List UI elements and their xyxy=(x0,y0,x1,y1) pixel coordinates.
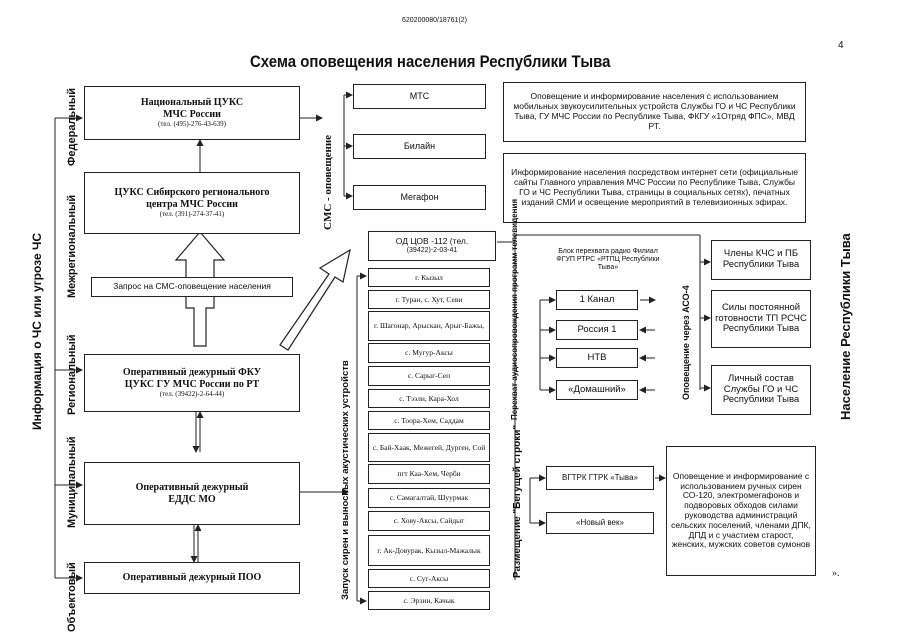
level-municipal: Муниципальный xyxy=(66,436,78,528)
cov-phone: (39422)-2-03-41 xyxy=(406,246,458,254)
locality-item: с. Суг-Аксы xyxy=(368,569,490,588)
siberian-center-box: ЦУКС Сибирского регионального центра МЧС… xyxy=(84,172,300,234)
locality-item: с. Хову-Аксы, Сайдыг xyxy=(368,511,490,531)
channel-domashniy: «Домашний» xyxy=(556,380,638,400)
locality-item: г. Кызыл xyxy=(368,268,490,287)
siberian-title-1: ЦУКС Сибирского регионального xyxy=(114,187,270,199)
object-duty-box: Оперативный дежурный ПОО xyxy=(84,562,300,594)
locality-item: г. Туран, с. Хут, Севи xyxy=(368,290,490,309)
page-title: Схема оповещения населения Республики Ты… xyxy=(250,52,611,71)
regional-title-1: Оперативный дежурный ФКУ xyxy=(122,367,262,379)
info-label: Информация о ЧС или угрозе ЧС xyxy=(30,232,44,430)
regional-phone: (тел. (39422)-2-64-44) xyxy=(159,390,225,399)
locality-item: с. Тээли, Кара-Хол xyxy=(368,389,490,408)
level-object: Объектовый xyxy=(66,562,78,632)
channel-rossiya1: Россия 1 xyxy=(556,320,638,340)
operator-mts: МТС xyxy=(353,84,486,109)
operator-beeline: Билайн xyxy=(353,134,486,159)
tv-interception-label: Перехват аудиосопровождения программ тел… xyxy=(510,198,519,420)
cov-title: ОД ЦОВ -112 (тел. xyxy=(395,236,469,247)
national-center-box: Национальный ЦУКС МЧС России (тел. (495)… xyxy=(84,86,300,140)
sms-label: СМС - оповещение xyxy=(322,134,334,230)
locality-item: с. Самагалтай, Шуурмак xyxy=(368,488,490,508)
locality-item: с. Мугур-Аксы xyxy=(368,343,490,363)
channel-ntv: НТВ xyxy=(556,348,638,368)
regional-title-2: ЦУКС ГУ МЧС России по РТ xyxy=(124,378,260,390)
document-number: 620200080/18761(2) xyxy=(402,17,468,24)
mobile-warning-box: Оповещение и информирование населения с … xyxy=(503,82,806,142)
locality-item: пгт Каа-Хем, Черби xyxy=(368,464,490,484)
municipal-title-2: ЕДДС МО xyxy=(168,493,216,505)
operator-megafon: Мегафон xyxy=(353,185,486,210)
level-regional: Региональный xyxy=(66,334,78,415)
closing-mark: ». xyxy=(832,568,840,579)
aso-label: Оповещение через АСО-4 xyxy=(681,285,691,400)
internet-warning-box: Информирование населения посредством инт… xyxy=(503,153,806,223)
novy-vek-box: «Новый век» xyxy=(546,512,654,534)
radio-intercept-block: Блок перехвата радио Филиал ФГУП РТРС «Р… xyxy=(548,244,668,276)
siberian-phone: (тел. (391)-274-37-41) xyxy=(159,210,225,219)
sirens-label: Запуск сирен и выносных акустических уст… xyxy=(340,360,351,600)
aso-kchs-box: Члены КЧС и ПБ Республики Тыва xyxy=(711,240,811,280)
locality-item: г. Шагонар, Арыскан, Арыг-Бажы, xyxy=(368,311,490,341)
municipal-duty-box: Оперативный дежурный ЕДДС МО xyxy=(84,462,300,525)
locality-item: г. Ак-Довурак, Кызыл-Мажалык xyxy=(368,535,490,566)
locality-item: с. Тоора-Хем, Саддам xyxy=(368,411,490,430)
national-phone: (тел. (495)-276-43-639) xyxy=(158,120,226,129)
siren-warning-box: Оповещение и информирование с использова… xyxy=(666,446,816,576)
population-label: Население Республики Тыва xyxy=(838,233,853,420)
siberian-title-2: центра МЧС России xyxy=(146,198,238,210)
vgtrk-tyva-box: ВГТРК ГТРК «Тыва» xyxy=(546,466,654,490)
level-federal: Федеральный xyxy=(66,88,78,166)
level-interregional: Межрегиональный xyxy=(66,194,78,298)
locality-item: с. Сарыг-Сеп xyxy=(368,366,490,386)
sms-request-box: Запрос на СМС-оповещение населения xyxy=(91,277,293,297)
running-line-label: Размещение "Бегущей строки" xyxy=(512,424,523,578)
cov-112-box: ОД ЦОВ -112 (тел. (39422)-2-03-41 xyxy=(368,231,496,261)
regional-duty-box: Оперативный дежурный ФКУ ЦУКС ГУ МЧС Рос… xyxy=(84,354,300,412)
locality-item: с. Бай-Хаак, Межегей, Дурген, Сой xyxy=(368,433,490,462)
locality-item: с. Эрзин, Качык xyxy=(368,591,490,610)
aso-rschs-box: Силы постоянной готовности ТП РСЧС Респу… xyxy=(711,290,811,348)
channel-1kanal: 1 Канал xyxy=(556,290,638,310)
aso-go-box: Личный состав Службы ГО и ЧС Республики … xyxy=(711,365,811,415)
national-title-2: МЧС России xyxy=(163,108,221,120)
national-title-1: Национальный ЦУКС xyxy=(140,97,244,109)
page-number: 4 xyxy=(838,40,844,51)
municipal-title-1: Оперативный дежурный xyxy=(135,482,249,493)
